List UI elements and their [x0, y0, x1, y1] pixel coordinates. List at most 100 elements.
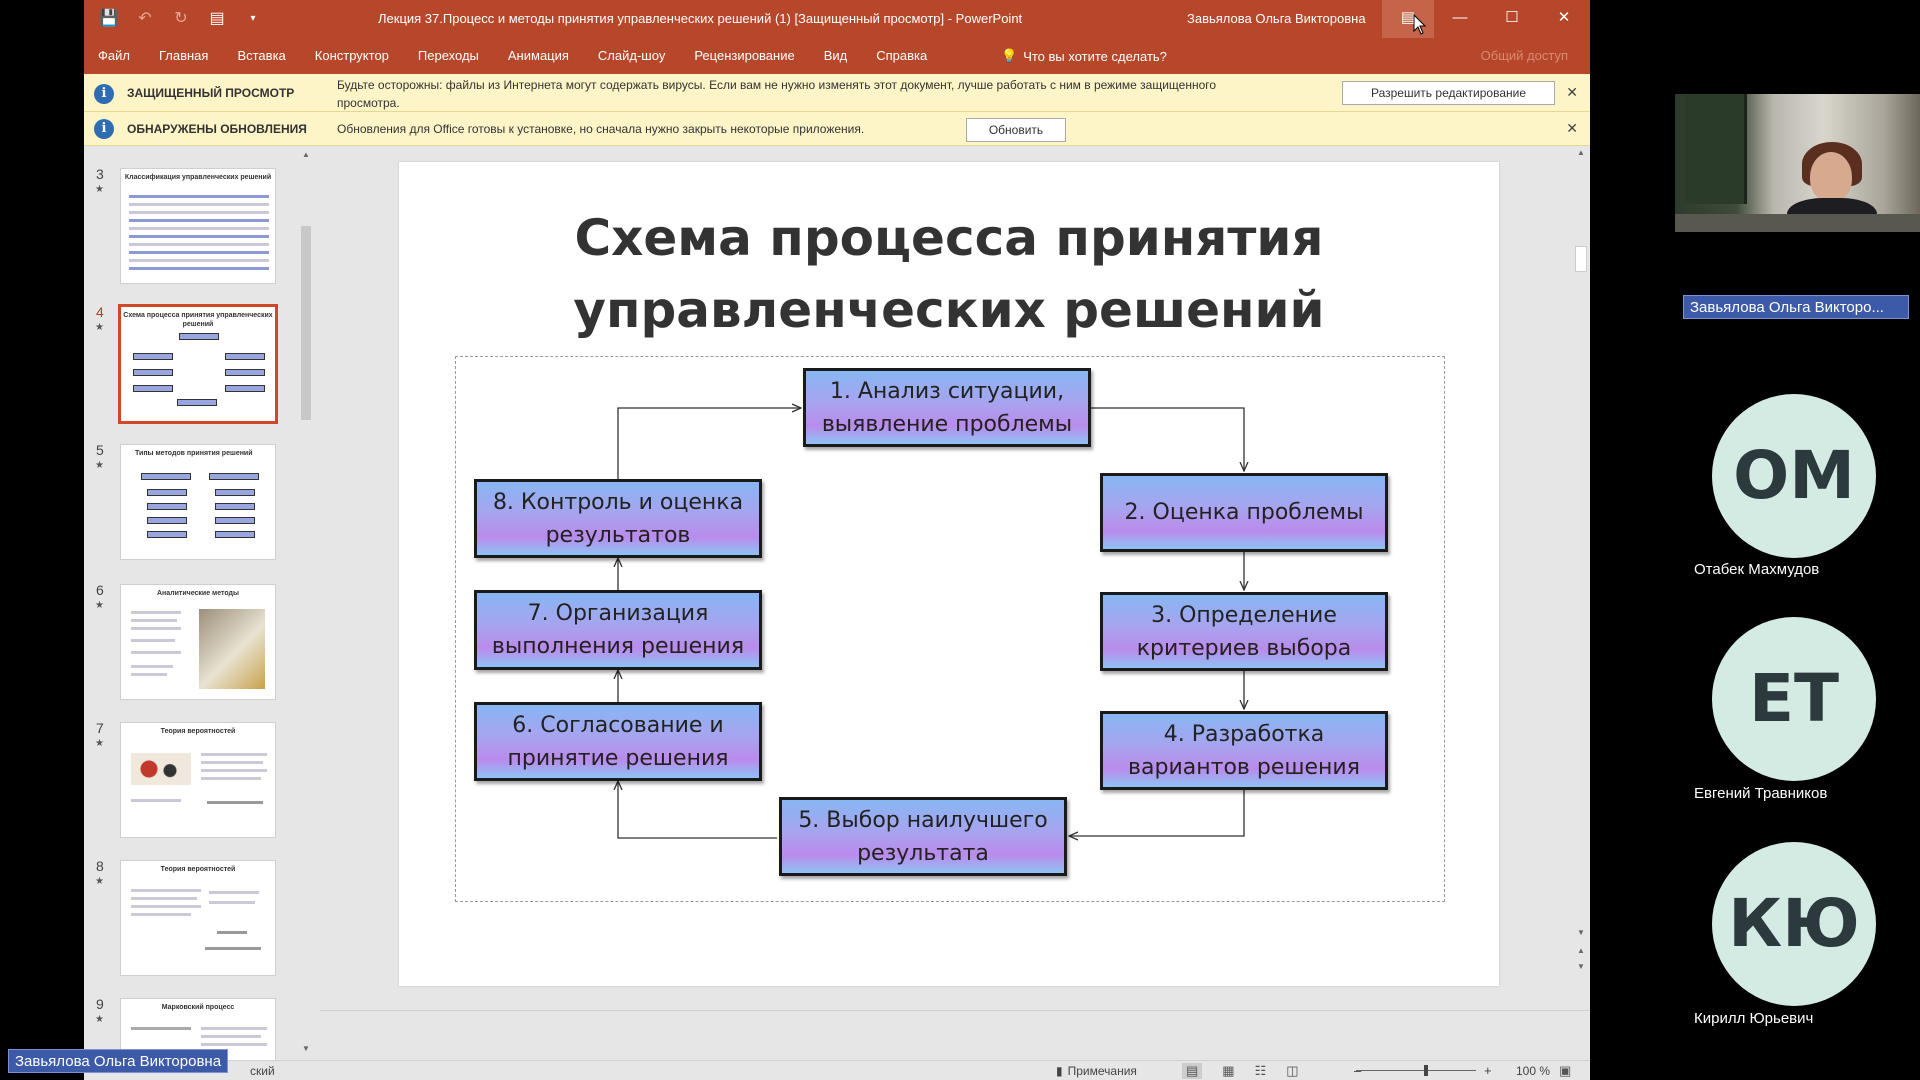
current-slide[interactable]: Схема процесса принятия управленческих р…: [399, 162, 1499, 986]
table-row: [129, 203, 269, 206]
diagram-line: [131, 1027, 191, 1030]
close-icon[interactable]: ✕: [1566, 120, 1578, 136]
scroll-up-icon[interactable]: ▲: [1577, 148, 1585, 157]
slide-title[interactable]: Схема процесса принятия управленческих р…: [499, 202, 1399, 346]
thumbnail-title: Классификация управленческих решений: [124, 174, 272, 181]
scroll-down-icon[interactable]: ▼: [1577, 928, 1585, 937]
maximize-icon[interactable]: ☐: [1505, 9, 1519, 26]
scrollbar-thumb[interactable]: [1575, 246, 1587, 272]
animation-star-icon: ★: [95, 322, 104, 333]
tab-home[interactable]: Главная: [158, 48, 209, 63]
presenter-video[interactable]: [1675, 94, 1920, 232]
tab-transitions[interactable]: Переходы: [417, 48, 479, 63]
tell-me-search[interactable]: 💡 Что вы хотите сделать?: [1001, 48, 1167, 64]
participant-avatar[interactable]: ОМ: [1712, 394, 1876, 558]
text-line: [131, 897, 197, 900]
previous-slide-icon[interactable]: ▲: [1577, 946, 1585, 955]
signed-in-user[interactable]: Завьялова Ольга Викторовна: [1187, 11, 1366, 26]
thumbnail-image: Теория вероятностей: [120, 722, 276, 838]
reading-view-icon[interactable]: ☷: [1254, 1063, 1267, 1078]
update-button[interactable]: Обновить: [966, 118, 1066, 142]
text-line: [201, 769, 267, 772]
customize-qat-icon[interactable]: ▾: [250, 13, 256, 24]
slide-sorter-icon[interactable]: ▦: [1222, 1063, 1235, 1078]
minimize-icon[interactable]: —: [1452, 9, 1468, 26]
slideshow-view-icon[interactable]: ◫: [1286, 1063, 1299, 1078]
arrow-step1-to-step2: [1091, 407, 1244, 471]
zoom-slider[interactable]: [1356, 1070, 1476, 1071]
slide-number: 7: [96, 720, 104, 736]
tab-animations[interactable]: Анимация: [507, 48, 569, 63]
undo-icon[interactable]: ↶: [138, 10, 152, 27]
step-line-2: результата: [857, 840, 989, 866]
notes-button[interactable]: ▮ Примечания: [1056, 1064, 1137, 1078]
thumbnail-title: Теория вероятностей: [160, 728, 236, 735]
process-step-1[interactable]: 1. Анализ ситуации,выявление проблемы: [803, 368, 1091, 447]
text-line: [131, 665, 173, 668]
thumbnail-box: [133, 385, 173, 392]
participant-avatar[interactable]: КЮ: [1712, 842, 1876, 1006]
zoom-in-icon[interactable]: +: [1484, 1063, 1492, 1078]
step-line-1: 5. Выбор наилучшего: [798, 807, 1048, 833]
normal-view-icon[interactable]: ▤: [1182, 1063, 1203, 1079]
text-line: [131, 889, 201, 892]
tab-design[interactable]: Конструктор: [314, 48, 389, 63]
text-line: [131, 673, 167, 676]
thumbnail-photo: [199, 609, 265, 689]
close-icon[interactable]: ✕: [1557, 9, 1571, 26]
step-line-2: выявление проблемы: [821, 411, 1073, 437]
animation-star-icon: ★: [95, 876, 104, 887]
text-line: [131, 639, 175, 642]
close-icon[interactable]: ✕: [1566, 84, 1578, 100]
text-line: [201, 761, 263, 764]
zoom-level[interactable]: 100 %: [1516, 1064, 1551, 1078]
enable-editing-button[interactable]: Разрешить редактирование: [1342, 81, 1555, 105]
fit-slide-icon[interactable]: ▣: [1559, 1063, 1572, 1078]
thumbnail-box: [225, 369, 265, 376]
arrow-step4-to-step5: [1069, 790, 1245, 836]
zoom-slider-handle[interactable]: [1424, 1065, 1428, 1076]
tab-file[interactable]: Файл: [98, 48, 130, 63]
thumbnails-scrollbar[interactable]: ▲ ▼: [298, 148, 314, 1056]
tab-view[interactable]: Вид: [823, 48, 848, 63]
tab-review[interactable]: Рецензирование: [694, 48, 795, 63]
document-title: Лекция 37.Процесс и методы принятия упра…: [378, 11, 1023, 26]
protected-view-heading: ЗАЩИЩЕННЫЙ ПРОСМОТР: [127, 86, 295, 100]
thumbnail-image-selected: Схема процесса принятия управленческих р…: [118, 304, 278, 424]
table-row: [129, 243, 269, 246]
editor-scrollbar[interactable]: ▲ ▼ ▲ ▼: [1572, 146, 1590, 1006]
step-line-1: 4. Разработка: [1163, 721, 1325, 747]
participant-name: Кирилл Юрьевич: [1694, 1010, 1814, 1027]
next-slide-icon[interactable]: ▼: [1577, 962, 1585, 971]
slide-title-line-1: Схема процесса принятия: [574, 209, 1324, 267]
tab-help[interactable]: Справка: [876, 48, 928, 63]
formula-line: [207, 801, 263, 804]
share-button[interactable]: Общий доступ: [1480, 48, 1568, 63]
thumbnail-box: [215, 489, 255, 496]
ribbon-display-options-icon[interactable]: ▤: [1382, 0, 1434, 38]
save-icon[interactable]: 💾: [99, 10, 119, 27]
step-line-2: результатов: [545, 522, 691, 548]
redo-icon[interactable]: ↻: [174, 10, 188, 27]
language-indicator[interactable]: ский: [250, 1064, 275, 1078]
scroll-up-icon[interactable]: ▲: [302, 150, 310, 159]
tab-insert[interactable]: Вставка: [237, 48, 286, 63]
scroll-down-icon[interactable]: ▼: [302, 1044, 310, 1053]
tab-slideshow[interactable]: Слайд-шоу: [597, 48, 666, 63]
process-step-5[interactable]: 5. Выбор наилучшего результата: [779, 797, 1067, 876]
scrollbar-thumb[interactable]: [301, 226, 311, 420]
thumbnail-box: [133, 353, 173, 360]
arrow-step8-to-step1: [617, 408, 801, 479]
start-slideshow-icon[interactable]: ▤: [209, 10, 225, 27]
diagram-placeholder-frame[interactable]: [455, 356, 1445, 902]
process-step-2[interactable]: 2. Оценка проблемы: [1100, 473, 1388, 552]
participant-avatar[interactable]: ЕТ: [1712, 617, 1876, 781]
process-arrows: [399, 162, 1499, 986]
notes-area-separator[interactable]: [320, 1010, 1590, 1060]
powerpoint-window: 💾 ↶ ↻ ▤ ▾ Лекция 37.Процесс и методы при…: [84, 0, 1590, 1080]
